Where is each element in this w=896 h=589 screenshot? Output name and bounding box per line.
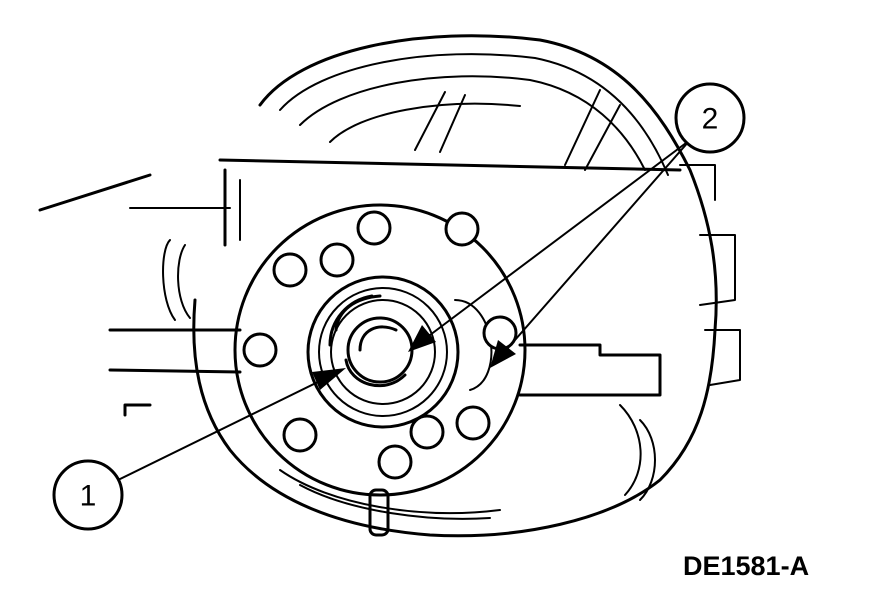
bolt-hole [409, 414, 445, 450]
bolt-hole [319, 242, 355, 278]
arrowhead-2b [490, 340, 516, 368]
lower-housing-details [279, 469, 501, 537]
bolt-hole [444, 211, 480, 247]
bolt-holes [242, 210, 518, 480]
bolt-hole [282, 417, 318, 453]
arrowhead-2a [408, 325, 436, 352]
bolt-hole [455, 405, 491, 441]
callout-1-label: 1 [80, 480, 97, 513]
axle-housing-outline [192, 34, 718, 538]
carrier-plate [233, 203, 527, 497]
pinion-seal-assembly [306, 275, 460, 429]
bolt-hole [377, 444, 413, 480]
axle-tube-right [518, 164, 741, 501]
figure-reference-code: DE1581-A [683, 551, 809, 581]
callout-1: 1 [52, 459, 124, 531]
axle-tube-left [38, 173, 242, 417]
callout-2: 2 [674, 82, 746, 154]
leader-lines [117, 139, 691, 481]
arrowhead-1 [312, 368, 346, 390]
bolt-hole [356, 210, 392, 246]
callout-2-label: 2 [702, 103, 719, 136]
bolt-hole [272, 252, 308, 288]
bolt-hole [242, 332, 278, 368]
